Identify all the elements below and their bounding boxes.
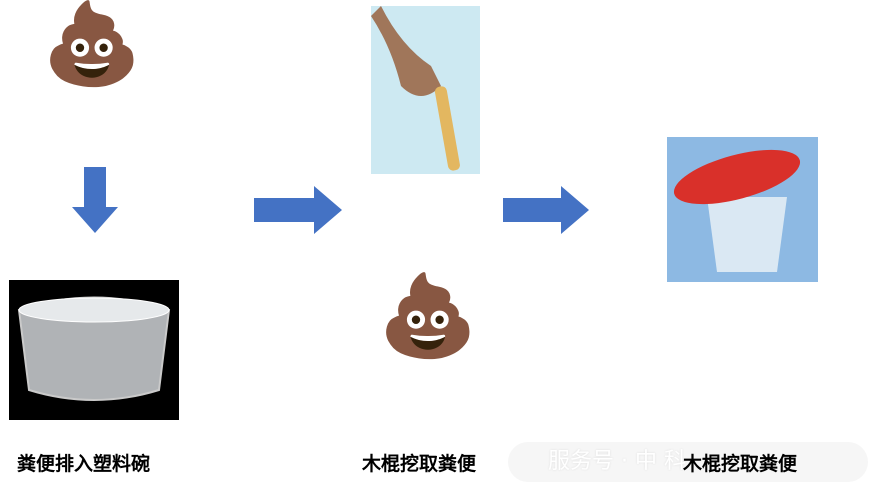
poop-icon-middle: 💩 [378, 269, 478, 362]
step-label-1: 粪便排入塑料碗 [17, 453, 151, 475]
plastic-bowl-image [9, 280, 179, 420]
arrow-right-icon [254, 186, 342, 234]
step-label-2: 木棍挖取粪便 [362, 453, 477, 475]
arrow-right-icon [503, 186, 589, 234]
specimen-cup-image [667, 137, 818, 282]
hand-stick-image [371, 6, 480, 174]
arrow-down-icon [72, 167, 118, 233]
step-label-3: 木棍挖取粪便 [683, 453, 798, 475]
poop-icon-top: 💩 [42, 0, 142, 90]
watermark: 服务号 · 中 科 [508, 442, 868, 482]
